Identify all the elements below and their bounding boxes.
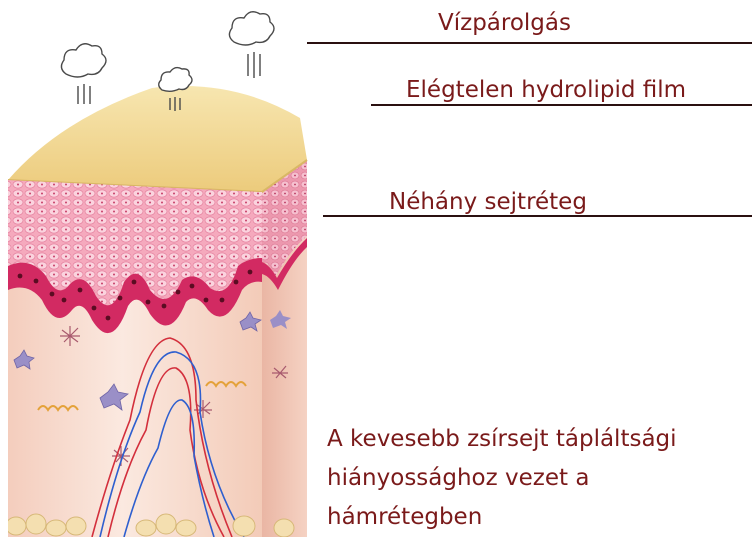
fat-cells-caption-line: hámrétegben	[327, 498, 752, 537]
leader-line-evaporation	[307, 42, 752, 44]
evaporation-label: Vízpárolgás	[438, 9, 571, 37]
skin-surface-top	[8, 86, 307, 192]
fat-cells-caption-line: hiányossághoz vezet a	[327, 459, 752, 498]
hydrolipid-film-label: Elégtelen hydrolipid film	[406, 76, 686, 104]
cell-layers-label: Néhány sejtréteg	[389, 188, 587, 216]
fat-cells-caption-line: A kevesebb zsírsejt tápláltsági	[327, 420, 752, 459]
leader-line-film	[371, 104, 752, 106]
fat-cells-caption: A kevesebb zsírsejt tápláltsági hiányoss…	[327, 420, 752, 537]
